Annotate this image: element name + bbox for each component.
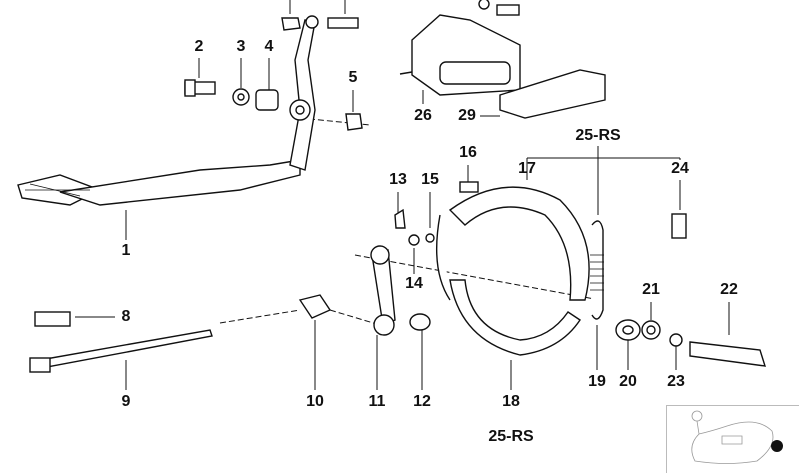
brake-shoe-part <box>436 186 590 356</box>
callout-5[interactable]: 5 <box>348 69 358 86</box>
callout-14[interactable]: 14 <box>405 275 423 292</box>
callout-13[interactable]: 13 <box>389 171 407 188</box>
lever-part <box>298 181 479 336</box>
rod-part <box>29 311 213 373</box>
callout-3[interactable]: 3 <box>236 38 246 55</box>
callout-9[interactable]: 9 <box>121 393 131 410</box>
callout-18[interactable]: 18 <box>502 393 520 410</box>
callout-12[interactable]: 12 <box>413 393 431 410</box>
callout-22[interactable]: 22 <box>720 281 738 298</box>
callout-20[interactable]: 20 <box>619 373 637 390</box>
callout-15[interactable]: 15 <box>421 171 439 188</box>
spring-and-small-parts <box>590 213 766 367</box>
callout-1[interactable]: 1 <box>121 242 131 259</box>
callout-11[interactable]: 11 <box>368 393 386 410</box>
callout-25-rs-top[interactable]: 25-RS <box>575 127 621 144</box>
callout-21[interactable]: 21 <box>642 281 660 298</box>
leader-lines <box>75 0 730 390</box>
callout-29[interactable]: 29 <box>458 107 476 124</box>
callout-25-rs-bottom[interactable]: 25-RS <box>488 428 534 445</box>
callout-17[interactable]: 17 <box>518 160 536 177</box>
location-marker-icon <box>771 440 783 452</box>
motorcycle-outline-icon <box>691 410 783 464</box>
brake-pedal-part <box>17 15 319 206</box>
motorcycle-locator-thumbnail <box>666 405 799 473</box>
fasteners <box>184 17 363 131</box>
callout-24[interactable]: 24 <box>671 160 689 177</box>
callout-2[interactable]: 2 <box>194 38 204 55</box>
callout-19[interactable]: 19 <box>588 373 606 390</box>
callout-23[interactable]: 23 <box>667 373 685 390</box>
callout-10[interactable]: 10 <box>306 393 324 410</box>
callout-16[interactable]: 16 <box>459 144 477 161</box>
callout-4[interactable]: 4 <box>264 38 274 55</box>
callout-8[interactable]: 8 <box>121 308 131 325</box>
callout-26[interactable]: 26 <box>414 107 432 124</box>
bracket-part <box>399 0 606 119</box>
